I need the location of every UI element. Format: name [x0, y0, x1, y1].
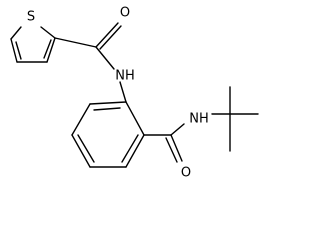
benzene-inner-bond-1 — [93, 107, 121, 111]
bond-s-c2 — [10, 26, 22, 40]
bond-carbonyl-2-oxygen — [170, 134, 183, 162]
bond-nitrogen-1-benzene — [119, 81, 127, 103]
bond-c5-s — [40, 26, 56, 39]
thiophene-sulfur-label: S — [27, 10, 35, 25]
amide-oxygen-1-label: O — [120, 6, 130, 21]
benzene-bond-1 — [89, 101, 127, 105]
bond-carbonyl-2-oxygen-double — [165, 137, 178, 163]
bond-c2-c3 — [10, 38, 18, 63]
amide-oxygen-2-label: O — [181, 166, 191, 181]
thiophene-ring — [10, 26, 56, 63]
benzene-bond-2 — [71, 103, 91, 136]
benzene-inner-bond-3 — [121, 134, 139, 163]
bond-carbonyl-2-nitrogen — [170, 123, 185, 136]
benzene-bond-5 — [125, 134, 145, 168]
benzene-bond-6 — [125, 101, 145, 136]
amide-nitrogen-2-label: NH — [189, 112, 209, 127]
benzene-ring — [71, 101, 145, 168]
chemical-structure: S O NH NH O — [10, 6, 259, 181]
benzene-bond-3 — [71, 134, 91, 168]
amide-tert-butyl-group — [143, 86, 259, 163]
amide-nitrogen-1-label: NH — [115, 69, 135, 84]
benzene-inner-bond-2 — [77, 134, 95, 163]
amide-linker-1 — [54, 22, 127, 103]
bond-ring-carbonyl-1 — [54, 37, 97, 48]
bond-carbonyl-1-oxygen-double — [99, 25, 122, 50]
bond-carbonyl-1-oxygen — [95, 22, 119, 48]
bond-c2-c3-inner — [15, 41, 22, 60]
bond-c4-c5 — [46, 37, 56, 63]
bond-c4-c5-inner — [43, 39, 52, 59]
bond-carbonyl-1-nitrogen — [95, 46, 115, 70]
